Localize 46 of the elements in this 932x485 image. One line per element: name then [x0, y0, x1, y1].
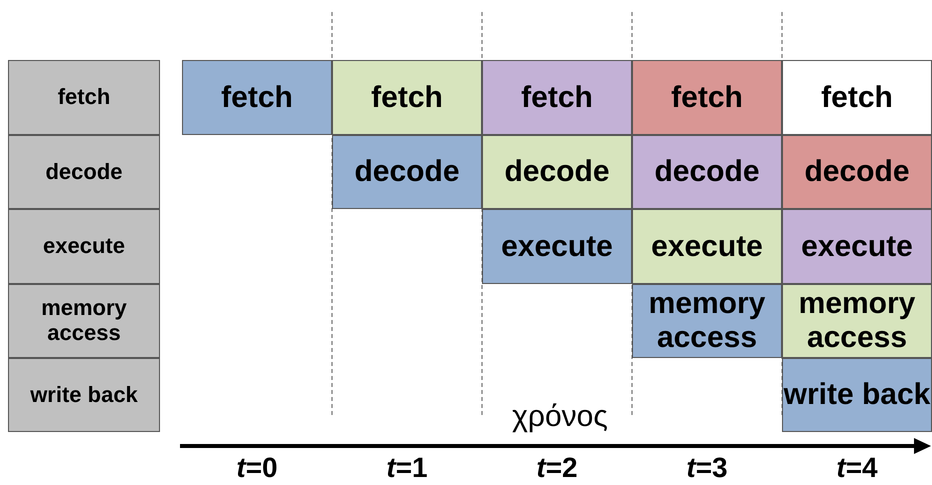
pipeline-stage-cell: [782, 209, 932, 284]
pipeline-stage-cell: [482, 135, 632, 209]
stage-name: execute: [651, 230, 763, 264]
stage-name: memory access: [798, 287, 916, 355]
pipeline-stage-cell: [182, 60, 332, 135]
stage-label-box: [8, 284, 160, 358]
pipeline-stage-cell: [782, 135, 932, 209]
stage-name: fetch: [58, 85, 110, 110]
stage-name: write back: [30, 382, 138, 408]
time-step-label: t=4: [835, 452, 879, 484]
stage-name: fetch: [521, 80, 593, 114]
stage-name: execute: [501, 230, 613, 264]
stage-name: decode: [804, 155, 910, 189]
stage-name: decode: [354, 155, 460, 189]
pipeline-stage-cell: [632, 284, 782, 358]
stage-name: fetch: [221, 80, 293, 114]
stage-name: decode: [504, 155, 610, 189]
pipeline-stage-cell: [782, 358, 932, 432]
time-step-label: t=1: [385, 452, 429, 484]
time-step-label: t=3: [685, 452, 729, 484]
stage-label-box: [8, 60, 160, 135]
time-step-label: t=0: [235, 452, 279, 484]
stage-name: write back: [784, 378, 930, 412]
pipeline-stage-cell: [332, 60, 482, 135]
stage-label-box: [8, 209, 160, 284]
stage-name: memory access: [648, 287, 766, 355]
stage-name: decode: [654, 155, 760, 189]
pipeline-stage-cell: [482, 60, 632, 135]
time-step-label: t=2: [535, 452, 579, 484]
stage-label-box: [8, 135, 160, 209]
stage-name: memory access: [40, 296, 128, 346]
stage-label-box: [8, 358, 160, 432]
pipeline-stage-cell: [332, 135, 482, 209]
stage-name: fetch: [371, 80, 443, 114]
stage-name: execute: [801, 230, 913, 264]
stage-name: execute: [43, 234, 125, 259]
pipeline-stage-cell: [482, 209, 632, 284]
pipeline-stage-cell: [632, 209, 782, 284]
stage-name: decode: [45, 160, 123, 184]
pipeline-stage-cell: [632, 60, 782, 135]
pipeline-stage-cell: [782, 60, 932, 135]
pipeline-stage-cell: [782, 284, 932, 358]
stage-name: fetch: [821, 80, 893, 114]
stage-name: fetch: [671, 80, 743, 114]
pipeline-stage-cell: [632, 135, 782, 209]
axis-label: χρόνος: [511, 400, 609, 434]
